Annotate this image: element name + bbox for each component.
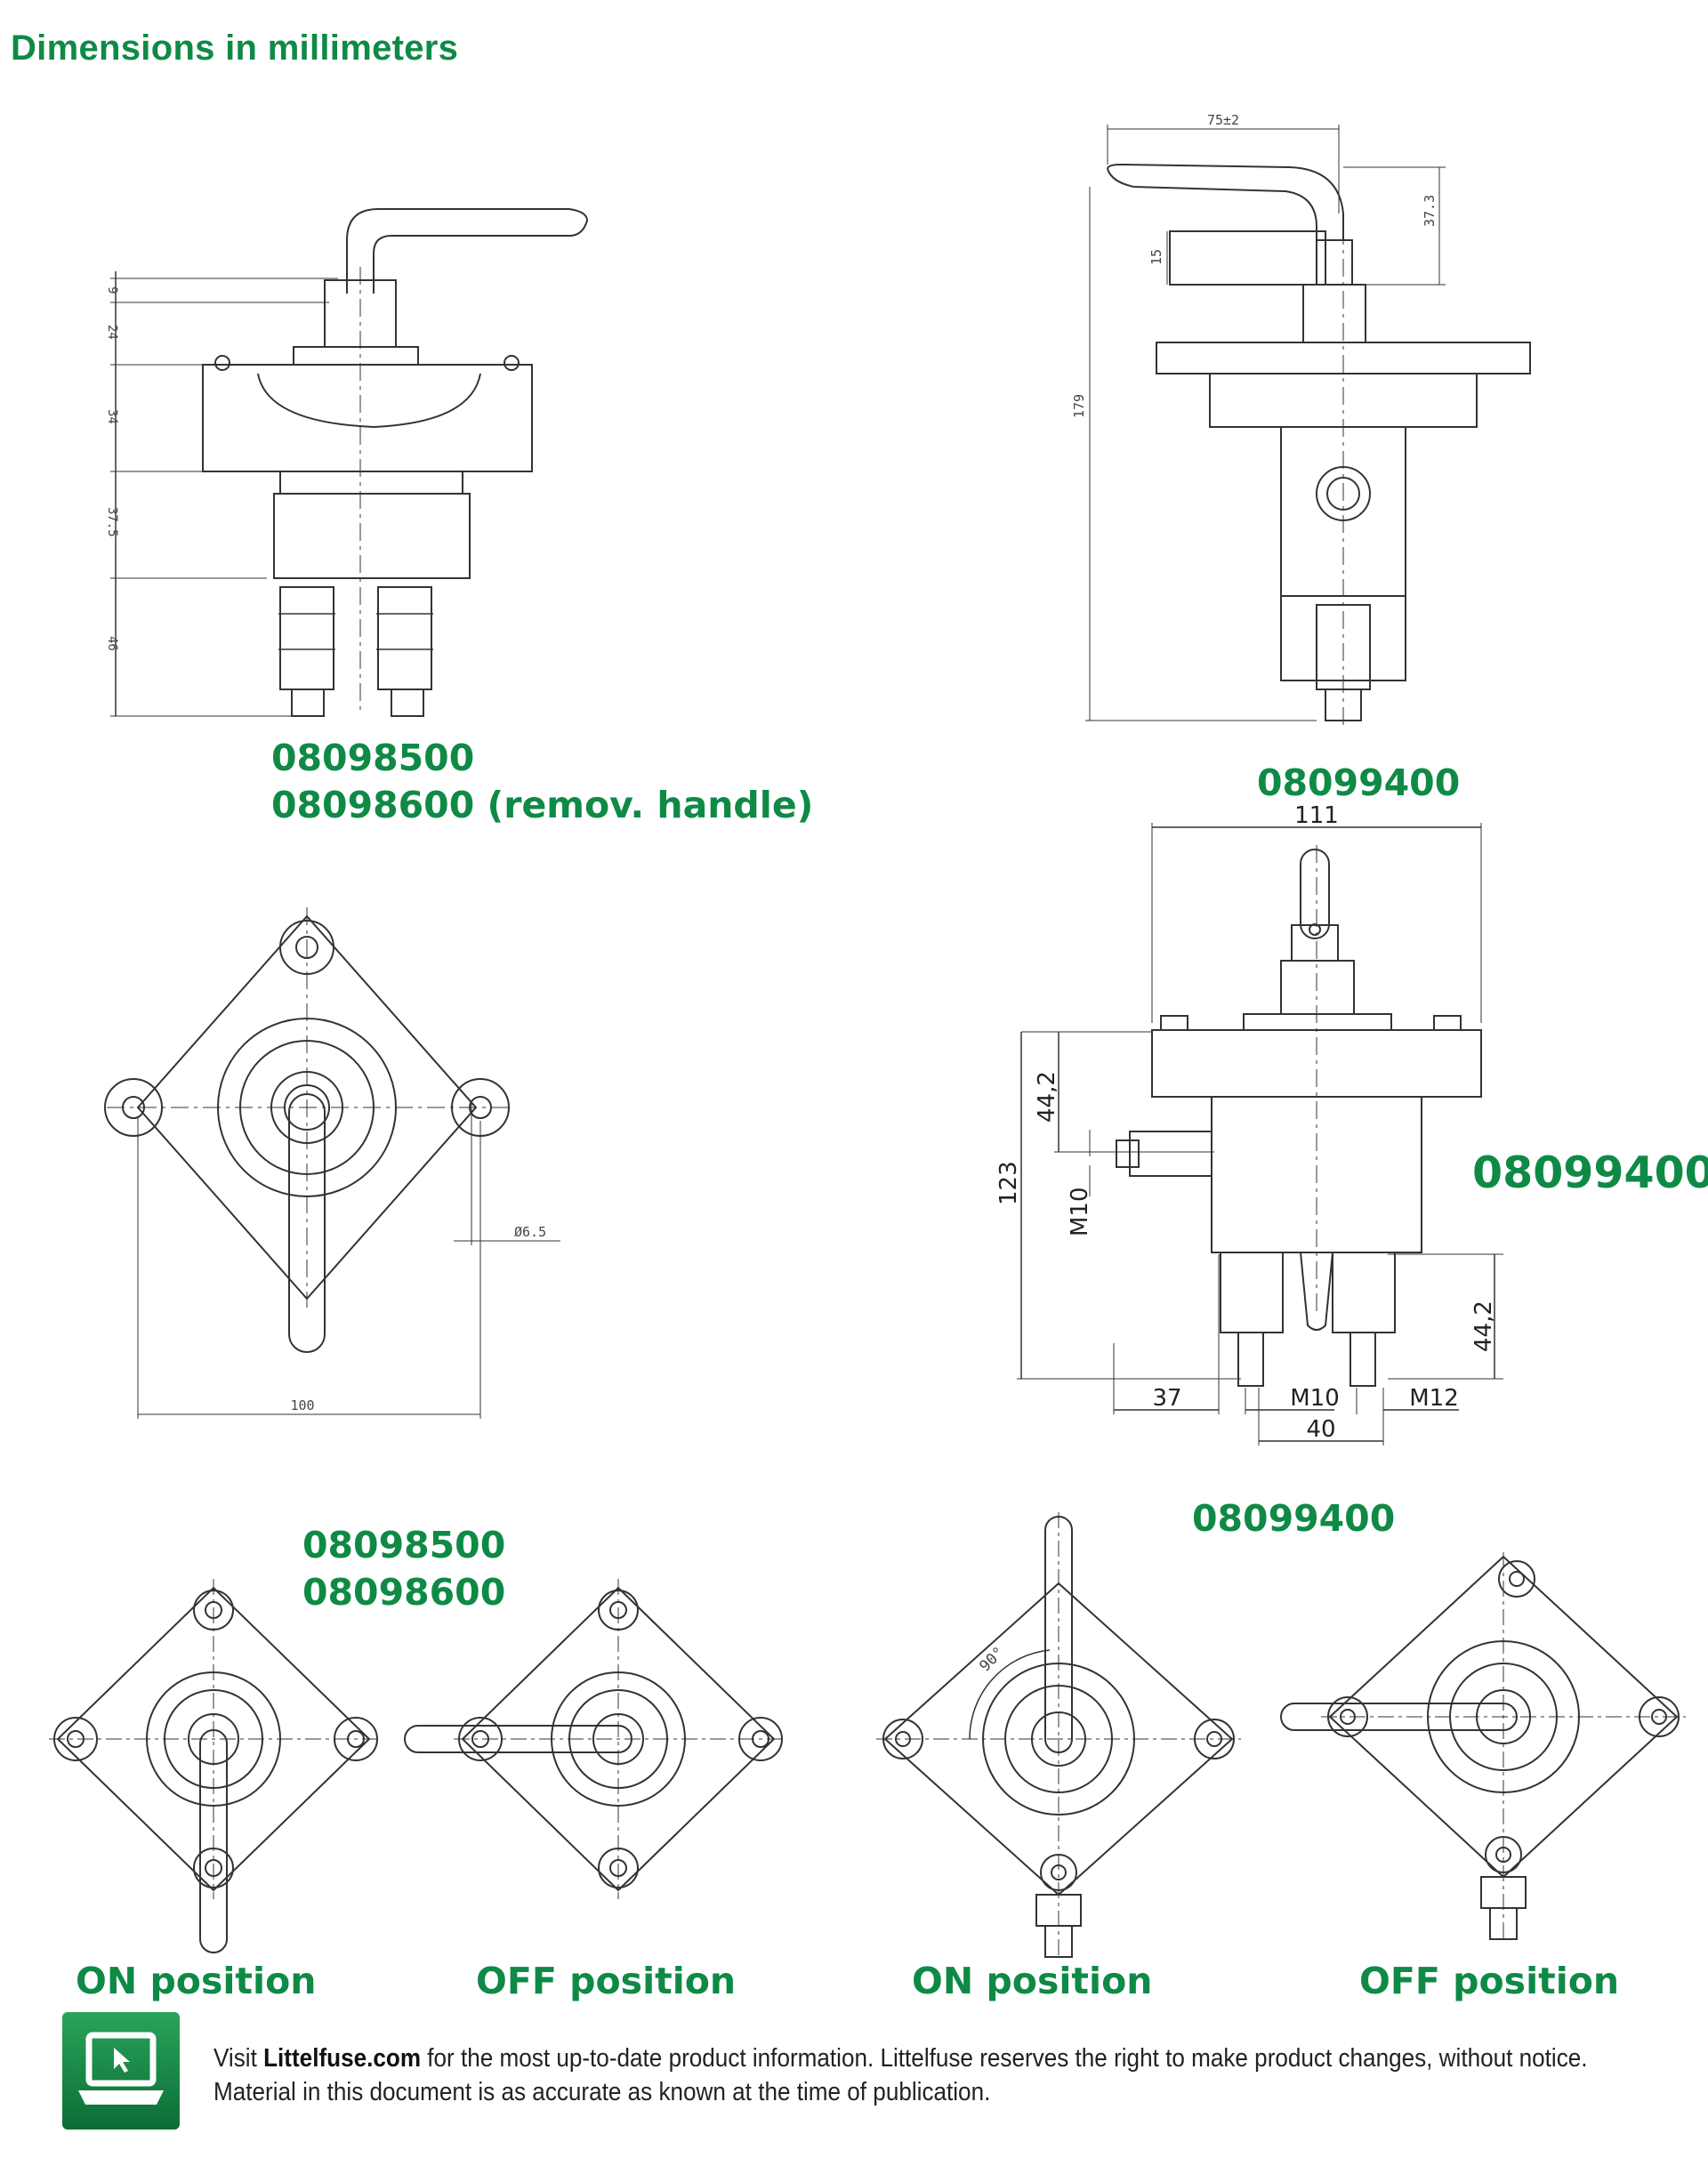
dim-9: 9: [105, 286, 119, 294]
label-08098600-bottom: 08098600: [302, 1571, 506, 1614]
on-position-label-2: ON position: [912, 1960, 1153, 2002]
dim-37: 37: [1152, 1385, 1181, 1412]
dim-40: 40: [1306, 1416, 1335, 1443]
dim-M10-side: M10: [1067, 1187, 1093, 1236]
littelfuse-link[interactable]: Littelfuse.com: [263, 2044, 422, 2073]
website-icon[interactable]: [62, 2012, 180, 2130]
label-08099400-top: 08099400: [1257, 761, 1461, 804]
label-08098500-bottom: 08098500: [302, 1524, 506, 1566]
dim-111: 111: [1294, 802, 1339, 829]
dim-44-2-top: 44,2: [1034, 1071, 1060, 1123]
drawing-08098500-off: [404, 1579, 783, 1899]
label-08098600-remov-handle: 08098600 (remov. handle): [271, 784, 814, 826]
dim-6-5: Ø6.5: [514, 1224, 546, 1240]
off-position-label-2: OFF position: [1359, 1960, 1620, 2002]
dim-46: 46: [105, 636, 119, 651]
dim-15: 15: [1148, 249, 1164, 265]
footer-line-1: Visit Littelfuse.com for the most up-to-…: [214, 2044, 1588, 2073]
dim-100: 100: [290, 1397, 314, 1413]
drawing-08098500-top: 100 Ø6.5: [104, 907, 560, 1419]
dim-M12: M12: [1409, 1385, 1459, 1412]
footer-disclaimer: Visit Littelfuse.com for the most up-to-…: [214, 2041, 1588, 2109]
label-08098500: 08098500: [271, 737, 475, 779]
dim-123: 123: [995, 1161, 1022, 1205]
dim-44-2-right: 44,2: [1470, 1300, 1497, 1352]
drawing-08098500-on: [49, 1579, 378, 1953]
dim-34: 34: [105, 409, 119, 424]
dim-M10: M10: [1290, 1385, 1340, 1412]
footer-line-2: Material in this document is as accurate…: [214, 2078, 991, 2106]
on-position-label-1: ON position: [76, 1960, 317, 2002]
laptop-icon: [78, 2032, 164, 2105]
drawing-08099400-large: 111 123 44,2 M10 44,2 37: [995, 802, 1503, 1445]
off-position-label-1: OFF position: [476, 1960, 737, 2002]
label-08099400-side: 08099400: [1472, 1147, 1708, 1198]
drawing-08098500-side: 9 24 34 37.5 46: [105, 208, 589, 717]
drawing-08099400-on: 90°: [876, 1512, 1241, 1958]
dim-179: 179: [1071, 394, 1087, 418]
dim-37-3: 37.3: [1422, 195, 1438, 227]
dim-24: 24: [105, 325, 119, 340]
drawing-08099400-side: 75±2 179 37.3 15: [1071, 112, 1531, 729]
label-08099400-bottom: 08099400: [1192, 1497, 1396, 1540]
dim-75: 75±2: [1207, 112, 1239, 128]
drawing-08099400-off: [1280, 1552, 1686, 1940]
dim-37-5: 37.5: [105, 507, 119, 537]
page-heading: Dimensions in millimeters: [11, 28, 459, 68]
dim-90-deg: 90°: [976, 1644, 1008, 1676]
